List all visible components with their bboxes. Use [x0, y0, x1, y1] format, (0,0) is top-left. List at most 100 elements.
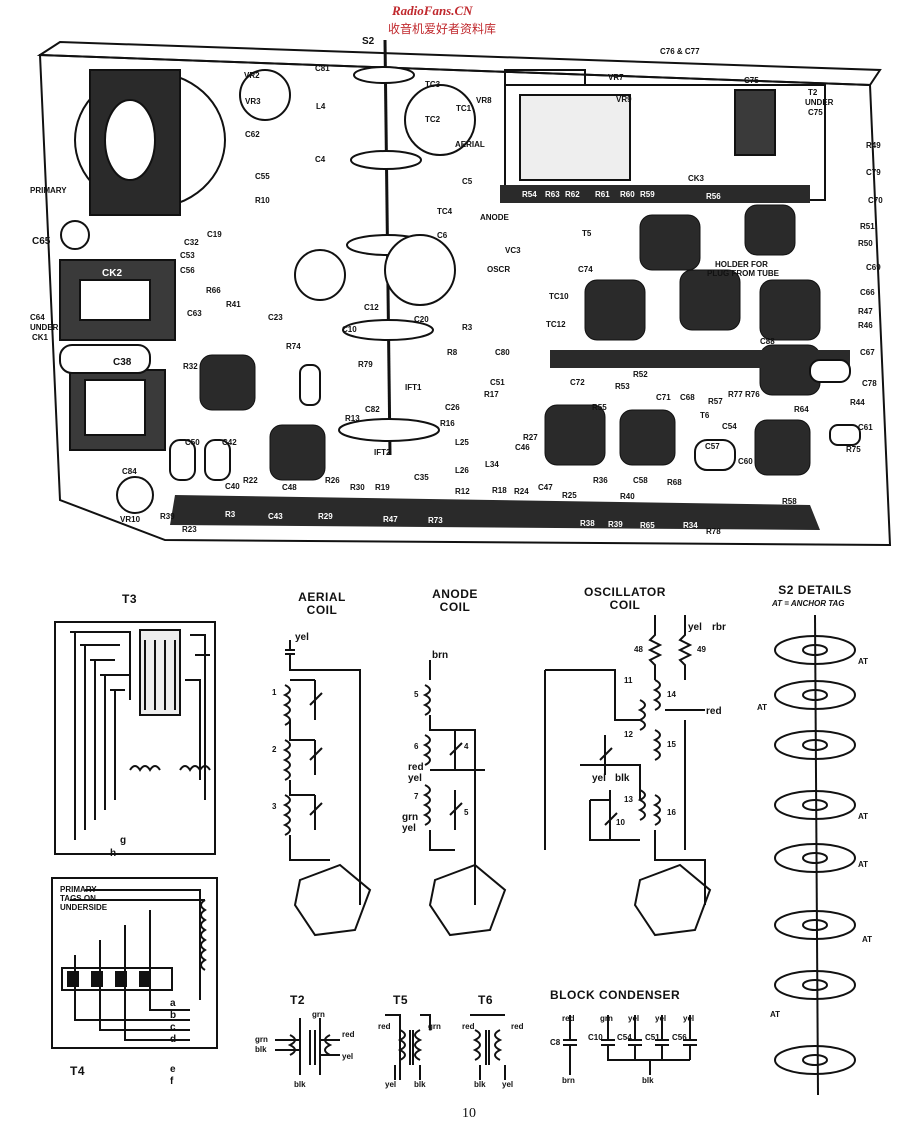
choke-ck1 [69, 369, 166, 451]
aerial-coil-title-2: COIL [306, 603, 338, 617]
capacitor-c38 [59, 344, 151, 374]
label-r73: R73 [428, 516, 443, 525]
label-plug-from-tube: PLUG FROM TUBE [707, 269, 779, 278]
s2-anchor-3: AT [858, 812, 869, 821]
oscillator-coil-num-49: 49 [697, 645, 706, 654]
label-r26: R26 [325, 476, 340, 485]
t6-wire-red2: red [511, 1022, 524, 1031]
label-r58: R58 [782, 497, 797, 506]
s2-anchor-6: AT [770, 1010, 781, 1019]
watermark-subtitle: 收音机爱好者资料库 [388, 22, 497, 36]
t6-wire-yel: yel [502, 1080, 514, 1089]
label-vr10: VR10 [120, 515, 141, 524]
label-c74: C74 [578, 265, 593, 274]
t4-tap-d: d [170, 1034, 177, 1045]
label-r12: R12 [455, 487, 470, 496]
label-r36: R36 [593, 476, 608, 485]
label-vr2: VR2 [244, 71, 260, 80]
label-r76: R76 [745, 390, 760, 399]
label-aerial: AERIAL [455, 140, 485, 149]
s2-details-subtitle: AT = ANCHOR TAG [772, 599, 845, 608]
oscillator-coil-num-48: 48 [634, 645, 643, 654]
oscillator-coil-num-11: 11 [624, 676, 633, 685]
t3-tap-g: g [120, 835, 127, 846]
t2-wire-grn: grn [255, 1035, 268, 1044]
label-r64: R64 [794, 405, 809, 414]
label-r18: R18 [492, 486, 507, 495]
t2-wire-red: red [342, 1030, 355, 1039]
oscillator-coil-num-13: 13 [624, 795, 633, 804]
tuning-gang [504, 84, 826, 201]
label-c80: C80 [495, 348, 510, 357]
label-r22: R22 [243, 476, 258, 485]
label-c75: C75 [744, 76, 759, 85]
block-condenser-cap-c51: C51 [645, 1033, 660, 1042]
label-l25: L25 [455, 438, 469, 447]
t3-tap-h: h [110, 848, 117, 859]
label-c70: C70 [868, 196, 883, 205]
label-c68: C68 [680, 393, 695, 402]
label-r29: R29 [318, 512, 333, 521]
label-ift1: IFT1 [405, 383, 422, 392]
label-c82: C82 [365, 405, 380, 414]
aerial-coil-diagram [282, 640, 372, 937]
block-condenser-wire-brn: brn [562, 1076, 575, 1085]
anode-coil-wire-grn: grn [402, 812, 419, 823]
label-r79: R79 [358, 360, 373, 369]
t6-title: T6 [478, 993, 494, 1007]
label-r56: R56 [706, 192, 721, 201]
anode-coil-num-6: 6 [414, 742, 419, 751]
label-holder-for: HOLDER FOR [715, 260, 768, 269]
oscillator-coil-wire-yel2: yel [592, 773, 606, 784]
label-l26: L26 [455, 466, 469, 475]
label-c47: C47 [538, 483, 553, 492]
label-c42: C42 [222, 438, 237, 447]
label-c76-c77: C76 & C77 [660, 47, 700, 56]
oscillator-coil-title-1: OSCILLATOR [584, 585, 666, 599]
label-t6: T6 [700, 411, 710, 420]
label-r39b: R39 [608, 520, 623, 529]
label-r13: R13 [345, 414, 360, 423]
label-r53: R53 [615, 382, 630, 391]
label-tc1: TC1 [456, 104, 472, 113]
label-r49: R49 [866, 141, 881, 150]
label-c61: C61 [858, 423, 873, 432]
label-r63: R63 [545, 190, 560, 199]
label-t5: T5 [582, 229, 592, 238]
label-c88: C88 [760, 337, 775, 346]
label-c64: C64 [30, 313, 45, 322]
t4-note-3: UNDERSIDE [60, 903, 108, 912]
oscillator-coil-diagram [544, 615, 712, 937]
t4-note-2: TAGS ON [60, 894, 96, 903]
t2-wire-yel: yel [342, 1052, 354, 1061]
label-ck1-under: CK1 [32, 333, 49, 342]
anode-coil-title-1: ANODE [432, 587, 478, 601]
label-c53: C53 [180, 251, 195, 260]
label-r51: R51 [860, 222, 875, 231]
label-c5: C5 [462, 177, 473, 186]
label-anode: ANODE [480, 213, 509, 222]
resistor-strip [500, 185, 810, 203]
label-c69: C69 [866, 263, 881, 272]
block-condenser-wire-yel1: yel [628, 1014, 640, 1023]
oscillator-coil-num-14: 14 [667, 690, 676, 699]
label-c43: C43 [268, 512, 283, 521]
s2-anchor-1: AT [858, 657, 869, 666]
label-r47: R47 [383, 515, 398, 524]
label-t2-c75: C75 [808, 108, 823, 117]
label-c51: C51 [490, 378, 505, 387]
label-c60: C60 [738, 457, 753, 466]
label-tc2: TC2 [425, 115, 441, 124]
label-r25: R25 [562, 491, 577, 500]
t5-wire-yel: yel [385, 1080, 397, 1089]
label-tc12: TC12 [546, 320, 566, 329]
label-tc4: TC4 [437, 207, 453, 216]
label-c58: C58 [633, 476, 648, 485]
label-r47b: R47 [858, 307, 873, 316]
label-l4: L4 [316, 102, 326, 111]
label-r59: R59 [640, 190, 655, 199]
anode-coil-wire-yel: yel [408, 773, 422, 784]
t4-note-1: PRIMARY [60, 885, 97, 894]
label-r74: R74 [286, 342, 301, 351]
oscillator-coil-wire-rbr: rbr [712, 622, 726, 633]
